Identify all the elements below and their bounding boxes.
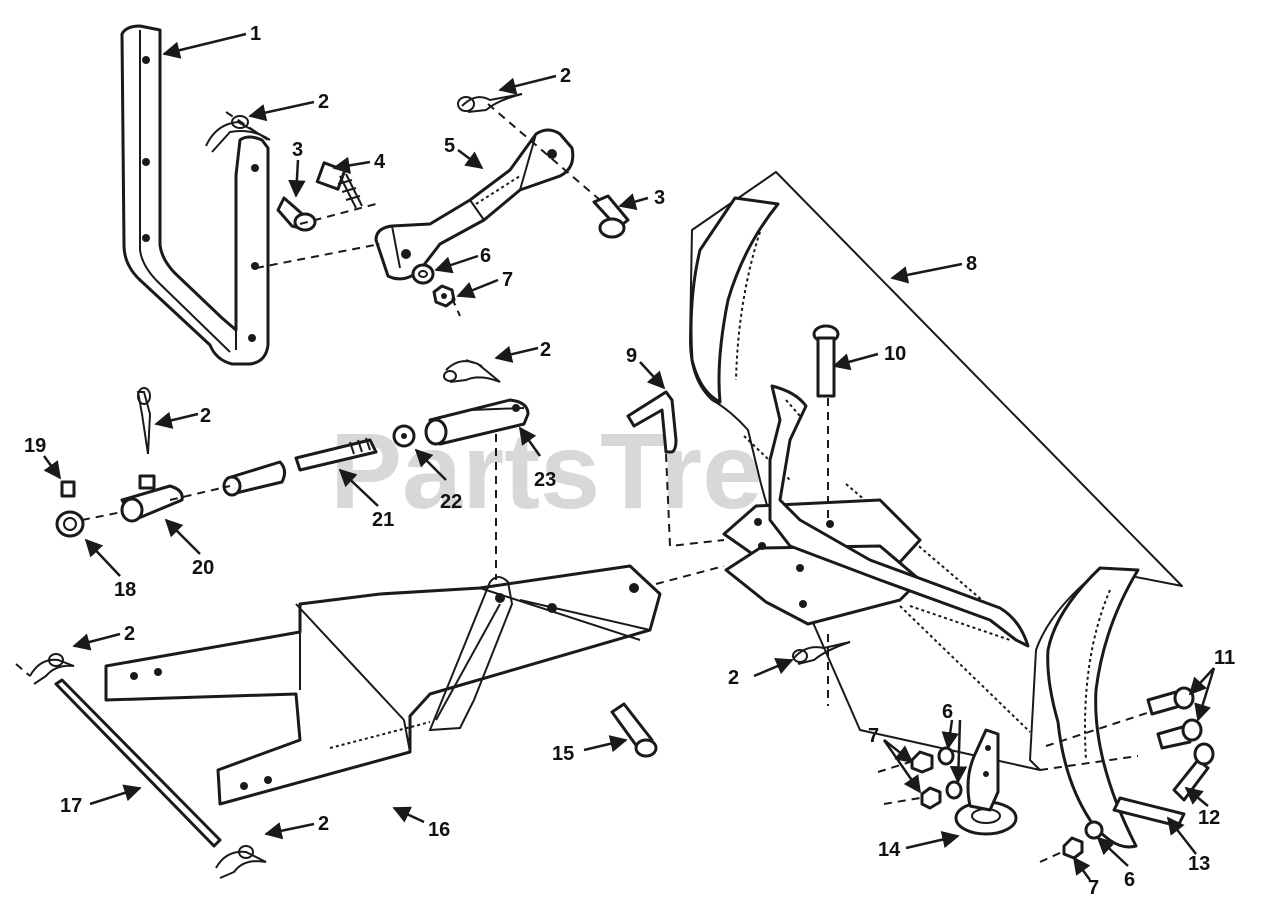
callout-18: 18 (114, 579, 136, 601)
callout-6-c: 6 (1124, 869, 1135, 891)
callout-16: 16 (428, 819, 450, 841)
part-14-skid-shoe (954, 728, 1018, 836)
part-22-nut (392, 424, 416, 448)
callout-9: 9 (626, 345, 637, 367)
callout-7-b: 7 (868, 725, 879, 747)
callout-22: 22 (440, 491, 462, 513)
callout-3-b: 3 (654, 187, 665, 209)
callout-7-a: 7 (502, 269, 513, 291)
callout-5: 5 (444, 135, 455, 157)
part-6-washer-upper (411, 263, 435, 285)
callout-14: 14 (878, 839, 901, 861)
part-3-clevis-pin-right (592, 194, 630, 239)
callout-6-a: 6 (480, 245, 491, 267)
callout-3-a: 3 (292, 139, 303, 161)
part-20-collar (120, 474, 184, 523)
part-23-clevis (424, 398, 530, 446)
callout-1: 1 (250, 23, 261, 45)
callout-23: 23 (534, 469, 556, 491)
part-1-hitch-bracket (120, 24, 270, 366)
callout-labels: 1 2 2 2 2 2 2 2 3 3 4 5 6 6 6 7 7 7 8 9 … (24, 23, 1235, 899)
assembly-lines (15, 103, 1151, 863)
callout-leaders (42, 32, 1216, 881)
part-4-bolt (315, 161, 363, 209)
callout-2-b: 2 (560, 65, 571, 87)
part-16-a-frame (104, 564, 662, 806)
callout-2-g: 2 (318, 813, 329, 835)
callout-2-d: 2 (200, 405, 211, 427)
callout-10: 10 (884, 343, 906, 365)
part-18-bushing (55, 510, 85, 538)
part-7-nut-upper (432, 284, 456, 308)
part-21-threaded-rod (222, 437, 378, 497)
callout-7-c: 7 (1088, 877, 1099, 899)
part-9-l-pin (626, 390, 678, 454)
blade-mount-bracket (722, 384, 1030, 648)
callout-6-b: 6 (942, 701, 953, 723)
part-10-pivot-pin (812, 324, 840, 398)
part-6-washers-lower (937, 746, 1104, 840)
callout-17: 17 (60, 795, 82, 817)
callout-2-a: 2 (318, 91, 329, 113)
part-11-bolts (1146, 686, 1203, 750)
callout-15: 15 (552, 743, 574, 765)
callout-19: 19 (24, 435, 46, 457)
part-2-hairpin-clips (29, 93, 851, 879)
callout-11: 11 (1214, 647, 1235, 669)
callout-20: 20 (192, 557, 214, 579)
part-12-bolt (1172, 742, 1215, 802)
part-19-set-screw (60, 480, 76, 498)
part-3-clevis-pin-left (276, 196, 317, 232)
callout-2-f: 2 (728, 667, 739, 689)
callout-2-c: 2 (540, 339, 551, 361)
part-15-hitch-pin (610, 702, 658, 758)
callout-12: 12 (1198, 807, 1220, 829)
part-17-rod (54, 678, 222, 848)
callout-13: 13 (1188, 853, 1210, 875)
callout-8: 8 (966, 253, 977, 275)
callout-2-e: 2 (124, 623, 135, 645)
callout-21: 21 (372, 509, 394, 531)
callout-4: 4 (374, 151, 386, 173)
part-7-nuts-lower (910, 750, 1084, 860)
